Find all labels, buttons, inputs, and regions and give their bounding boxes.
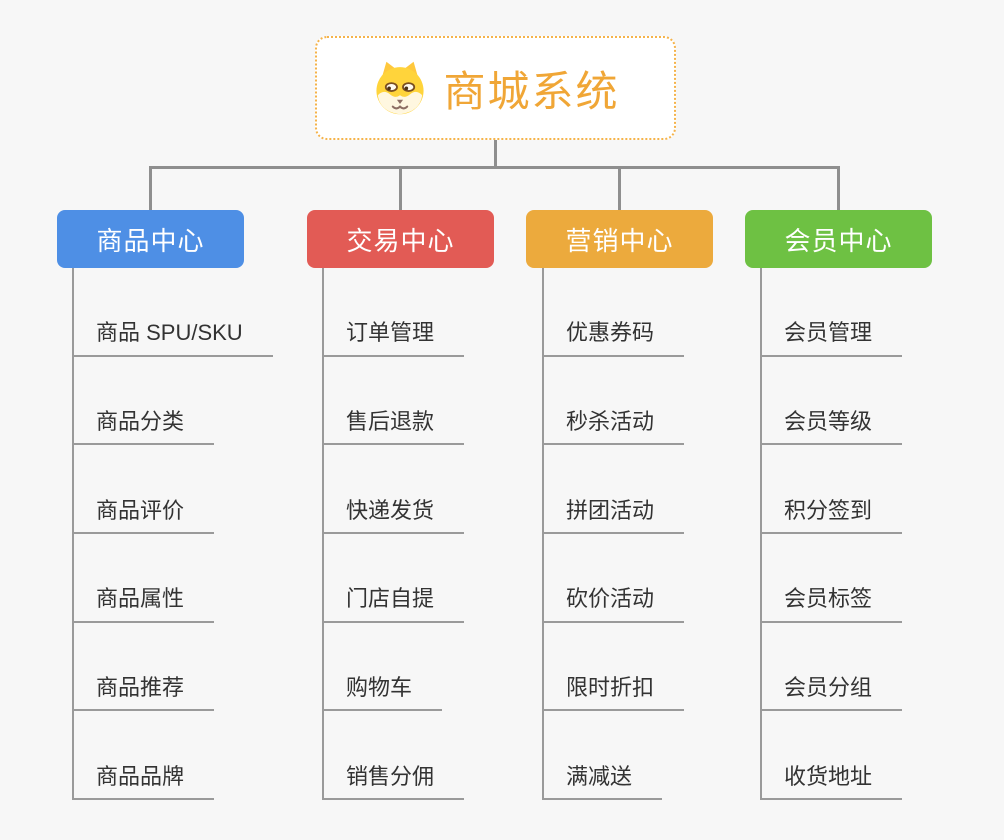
branch-label: 商品中心 bbox=[96, 225, 205, 256]
leaf-node[interactable]: 优惠券码 bbox=[542, 268, 685, 357]
leaf-column-product: 商品 SPU/SKU 商品分类 商品评价 商品属性 商品推荐 商品品牌 bbox=[72, 268, 273, 801]
leaf-node[interactable]: 拼团活动 bbox=[542, 445, 685, 535]
leaf-label[interactable]: 商品评价 bbox=[72, 497, 215, 535]
leaf-label[interactable]: 满减送 bbox=[542, 763, 663, 801]
leaf-label[interactable]: 门店自提 bbox=[322, 585, 465, 623]
leaf-node[interactable]: 会员标签 bbox=[760, 534, 903, 623]
branch-node-trade[interactable]: 交易中心 bbox=[307, 210, 494, 268]
leaf-label[interactable]: 收货地址 bbox=[760, 763, 903, 801]
leaf-label[interactable]: 销售分佣 bbox=[322, 763, 465, 801]
branch-label: 交易中心 bbox=[346, 225, 455, 256]
branch-node-member[interactable]: 会员中心 bbox=[745, 210, 932, 268]
connector-drop-1 bbox=[149, 166, 152, 212]
leaf-column-member: 会员管理 会员等级 积分签到 会员标签 会员分组 收货地址 bbox=[760, 268, 903, 801]
leaf-node[interactable]: 购物车 bbox=[322, 623, 464, 712]
leaf-label[interactable]: 商品属性 bbox=[72, 585, 215, 623]
connector-drop-2 bbox=[399, 166, 402, 212]
leaf-node[interactable]: 积分签到 bbox=[760, 445, 903, 535]
shiba-dog-icon bbox=[376, 61, 425, 115]
connector-root-drop bbox=[494, 140, 497, 169]
branch-label: 营销中心 bbox=[565, 225, 674, 256]
leaf-node[interactable]: 砍价活动 bbox=[542, 534, 685, 623]
leaf-node[interactable]: 商品品牌 bbox=[72, 711, 273, 801]
leaf-node[interactable]: 会员管理 bbox=[760, 268, 903, 357]
leaf-node[interactable]: 限时折扣 bbox=[542, 623, 685, 712]
leaf-node[interactable]: 售后退款 bbox=[322, 357, 465, 446]
leaf-node[interactable]: 满减送 bbox=[542, 711, 684, 801]
leaf-node[interactable]: 销售分佣 bbox=[322, 711, 465, 801]
leaf-node[interactable]: 快递发货 bbox=[322, 445, 465, 535]
leaf-node[interactable]: 商品分类 bbox=[72, 357, 273, 446]
leaf-label[interactable]: 砍价活动 bbox=[542, 585, 685, 623]
leaf-node[interactable]: 商品评价 bbox=[72, 445, 273, 535]
leaf-node[interactable]: 会员等级 bbox=[760, 357, 903, 446]
leaf-label[interactable]: 快递发货 bbox=[322, 497, 465, 535]
leaf-label[interactable]: 商品 SPU/SKU bbox=[72, 319, 273, 357]
leaf-label[interactable]: 会员标签 bbox=[760, 585, 903, 623]
leaf-node[interactable]: 会员分组 bbox=[760, 623, 903, 712]
leaf-node[interactable]: 订单管理 bbox=[322, 268, 465, 357]
connector-bus bbox=[149, 166, 840, 169]
leaf-column-marketing: 优惠券码 秒杀活动 拼团活动 砍价活动 限时折扣 满减送 bbox=[542, 268, 685, 801]
leaf-label[interactable]: 订单管理 bbox=[322, 319, 465, 357]
leaf-label[interactable]: 商品推荐 bbox=[72, 674, 215, 712]
leaf-label[interactable]: 购物车 bbox=[322, 674, 443, 712]
root-title: 商城系统 bbox=[443, 67, 620, 115]
branch-label: 会员中心 bbox=[784, 225, 893, 256]
leaf-label[interactable]: 积分签到 bbox=[760, 497, 903, 535]
leaf-node[interactable]: 收货地址 bbox=[760, 711, 903, 801]
leaf-label[interactable]: 售后退款 bbox=[322, 408, 465, 446]
connector-drop-3 bbox=[618, 166, 621, 212]
leaf-node[interactable]: 商品属性 bbox=[72, 534, 273, 623]
leaf-label[interactable]: 商品品牌 bbox=[72, 763, 215, 801]
leaf-node[interactable]: 门店自提 bbox=[322, 534, 465, 623]
leaf-label[interactable]: 商品分类 bbox=[72, 408, 215, 446]
leaf-label[interactable]: 会员管理 bbox=[760, 319, 903, 357]
leaf-column-trade: 订单管理 售后退款 快递发货 门店自提 购物车 销售分佣 bbox=[322, 268, 465, 801]
branch-node-product[interactable]: 商品中心 bbox=[57, 210, 244, 268]
leaf-node[interactable]: 商品推荐 bbox=[72, 623, 273, 712]
connector-drop-4 bbox=[837, 166, 840, 212]
leaf-label[interactable]: 拼团活动 bbox=[542, 497, 685, 535]
leaf-label[interactable]: 限时折扣 bbox=[542, 674, 685, 712]
leaf-label[interactable]: 秒杀活动 bbox=[542, 408, 685, 446]
leaf-label[interactable]: 会员分组 bbox=[760, 674, 903, 712]
leaf-node[interactable]: 商品 SPU/SKU bbox=[72, 268, 273, 357]
root-node[interactable]: 商城系统 bbox=[315, 36, 676, 140]
leaf-label[interactable]: 会员等级 bbox=[760, 408, 903, 446]
leaf-label[interactable]: 优惠券码 bbox=[542, 319, 685, 357]
leaf-node[interactable]: 秒杀活动 bbox=[542, 357, 685, 446]
branch-node-marketing[interactable]: 营销中心 bbox=[526, 210, 713, 268]
